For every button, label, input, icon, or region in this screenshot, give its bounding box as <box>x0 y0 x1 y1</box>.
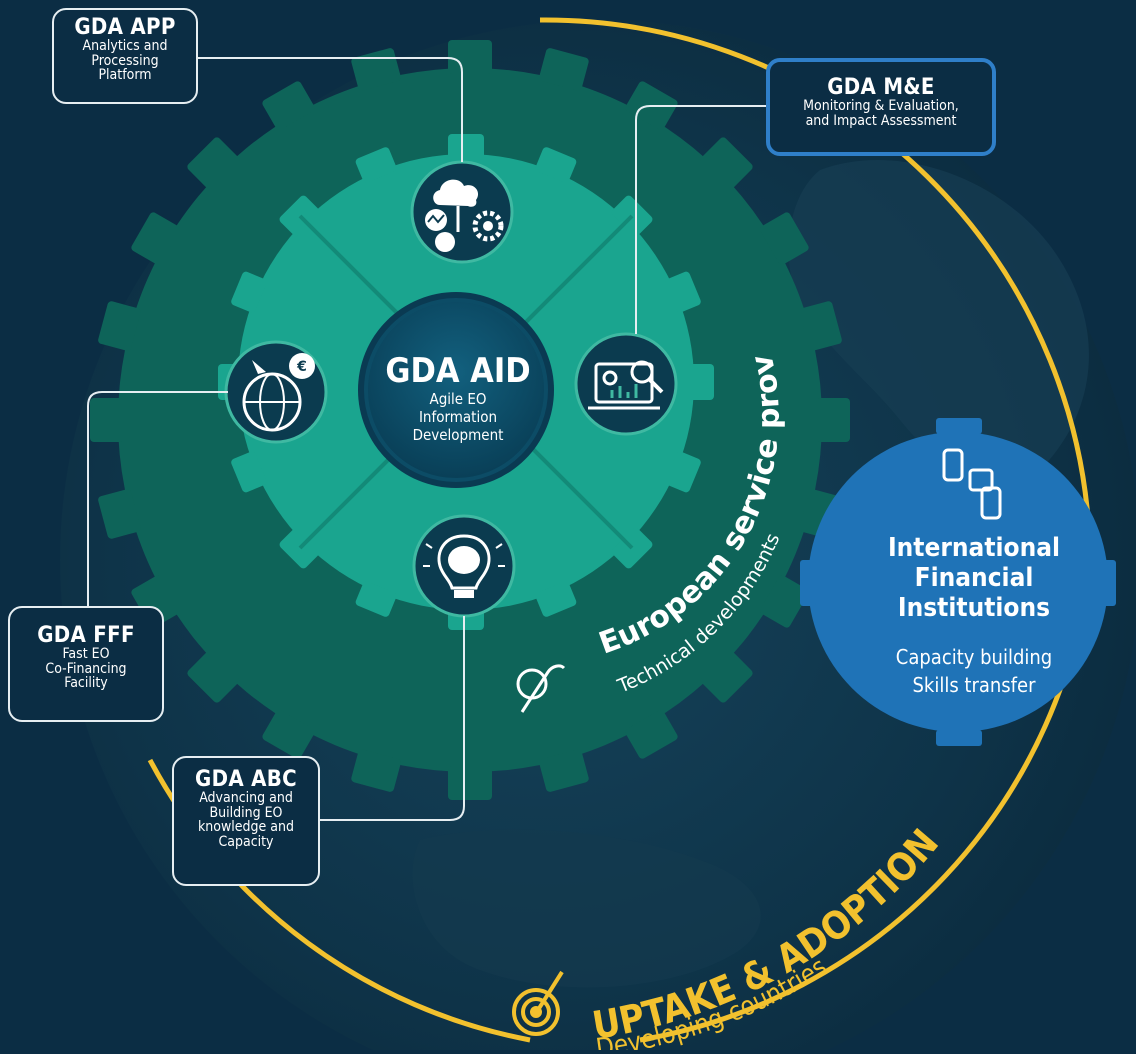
gear-tooth <box>816 398 850 442</box>
gear-tooth <box>688 364 714 400</box>
gda-me-title: GDA M&E <box>827 75 935 100</box>
lightbulb-brain-icon <box>412 514 516 618</box>
center-line-2: Information <box>419 408 497 426</box>
gda-fff-line-2: Co-Financing <box>45 660 127 677</box>
gear-tooth <box>187 650 240 703</box>
gda-me-line-2: and Impact Assessment <box>805 112 957 129</box>
gear-tooth <box>535 581 577 617</box>
ifi-title-3: Institutions <box>898 593 1050 623</box>
gda-abc-title: GDA ABC <box>195 767 297 792</box>
gda-me-box: GDA M&E Monitoring & Evaluation, and Imp… <box>766 58 996 156</box>
gear-tooth <box>262 81 315 130</box>
gear-tooth <box>625 710 678 759</box>
gear-tooth <box>98 301 141 351</box>
gear-tooth <box>700 650 753 703</box>
gda-app-line-1: Analytics and <box>82 38 168 55</box>
target-icon <box>512 970 564 1036</box>
cloud-analytics-icon <box>410 160 514 264</box>
gda-app-title: GDA APP <box>74 15 176 40</box>
gear-tooth <box>231 451 267 493</box>
gear-tooth <box>760 212 809 265</box>
gear-tooth <box>231 271 267 313</box>
funding-globe-icon: € <box>224 340 328 444</box>
gear-tooth <box>262 710 315 759</box>
gda-fff-box: GDA FFF Fast EO Co-Financing Facility <box>8 606 164 722</box>
gda-abc-box: GDA ABC Advancing and Building EO knowle… <box>172 756 320 886</box>
gear-tooth <box>279 195 321 237</box>
gear-tooth <box>448 766 492 800</box>
gear-tooth <box>611 195 653 237</box>
center-line-3: Development <box>413 426 504 444</box>
continent-shape <box>412 829 761 988</box>
continent-shape <box>788 160 1089 482</box>
monitoring-screen-icon <box>574 332 678 436</box>
gear-tooth <box>799 301 842 351</box>
gda-abc-line-4: Capacity <box>218 834 274 851</box>
ifi-line-1: Capacity building <box>896 645 1052 669</box>
gear-tooth <box>700 137 753 190</box>
gda-app-line-3: Platform <box>98 67 152 84</box>
gda-app-line-2: Processing <box>91 52 159 69</box>
center-title: GDA AID <box>385 351 530 391</box>
gear-tooth <box>131 575 180 628</box>
gear-tooth <box>611 527 653 569</box>
gear-tooth <box>355 147 397 183</box>
gda-app-box: GDA APP Analytics and Processing Platfor… <box>52 8 198 104</box>
puzzle-hands-icon <box>942 448 1002 520</box>
center-disc <box>364 298 548 482</box>
ifi-title-2: Financial <box>915 563 1034 593</box>
gear-tooth <box>187 137 240 190</box>
svg-text:€: € <box>296 359 307 375</box>
center-line-1: Agile EO <box>429 390 486 408</box>
wrench-gear-icon <box>516 664 566 713</box>
gda-abc-line-2: Building EO <box>209 804 283 821</box>
connector-lines <box>87 57 770 821</box>
ifi-title-1: International <box>888 533 1060 563</box>
gear-tooth <box>355 581 397 617</box>
ifi-line-2: Skills transfer <box>913 673 1037 697</box>
gear-tooth <box>98 489 141 539</box>
gda-fff-title: GDA FFF <box>37 623 135 648</box>
gear-tooth <box>448 40 492 74</box>
gear-tooth <box>279 527 321 569</box>
gda-fff-line-3: Facility <box>64 675 108 692</box>
ifi-gear <box>800 418 1116 746</box>
gear-tooth <box>539 48 589 91</box>
gda-fff-line-1: Fast EO <box>62 646 110 663</box>
gear-tooth <box>351 749 401 792</box>
gda-abc-line-3: knowledge and <box>198 819 294 836</box>
gear-tooth <box>665 451 701 493</box>
gear-tooth <box>665 271 701 313</box>
gear-tooth <box>535 147 577 183</box>
gear-tooth <box>131 212 180 265</box>
gear-tooth <box>90 398 124 442</box>
gear-tooth <box>448 134 484 160</box>
gear-tooth <box>539 749 589 792</box>
gear-tooth <box>760 575 809 628</box>
gda-abc-line-1: Advancing and <box>199 790 293 807</box>
gda-me-line-1: Monitoring & Evaluation, <box>803 98 959 115</box>
